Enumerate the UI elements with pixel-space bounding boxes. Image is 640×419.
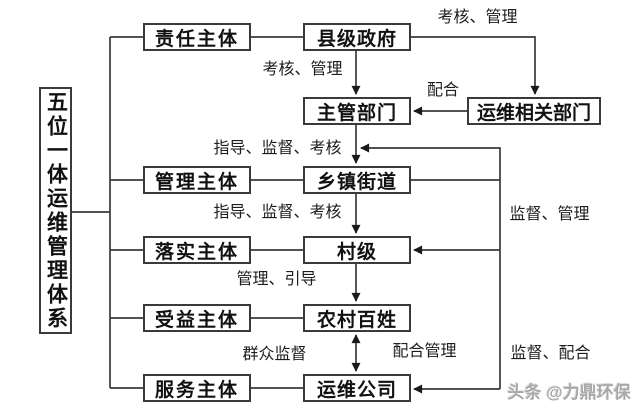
node-responsibility-subject: 责任主体	[143, 23, 251, 51]
edge-label-mass-supervision: 群众监督	[242, 346, 307, 363]
node-county-government: 县级政府	[303, 23, 411, 51]
edge-label-guide-supervise-assess-2: 指导、监督、考核	[213, 204, 342, 221]
node-village-level: 村级	[303, 236, 411, 264]
edge-label-supervise-cooperate: 监督、配合	[510, 345, 591, 362]
edge-label-cooperate: 配合	[426, 82, 459, 99]
edge-label-guide-supervise-assess-1: 指导、监督、考核	[213, 140, 342, 157]
edge-label-cooperate-manage: 配合管理	[392, 343, 457, 360]
node-rural-residents: 农村百姓	[303, 304, 411, 332]
edge-label-assess-manage-left: 考核、管理	[262, 61, 343, 78]
rail-right-feedback	[360, 143, 501, 389]
system-title-box: 五位一体运维管理体系	[39, 87, 72, 334]
arrow-county-to-omdept	[410, 36, 540, 95]
node-management-subject: 管理主体	[143, 166, 251, 194]
node-implementation-subject: 落实主体	[143, 236, 251, 264]
watermark-toutiao-liding: 头条 @力鼎环保	[507, 383, 631, 402]
node-township-street: 乡镇街道	[303, 166, 411, 194]
node-om-related-departments: 运维相关部门	[467, 97, 601, 125]
node-service-subject: 服务主体	[143, 374, 251, 402]
node-om-company: 运维公司	[303, 374, 411, 402]
node-beneficiary-subject: 受益主体	[143, 304, 251, 332]
node-competent-department: 主管部门	[303, 97, 411, 125]
edge-label-supervise-manage: 监督、管理	[509, 206, 590, 223]
edge-label-assess-manage-top: 考核、管理	[437, 9, 518, 26]
edge-label-manage-guide: 管理、引导	[236, 271, 317, 288]
